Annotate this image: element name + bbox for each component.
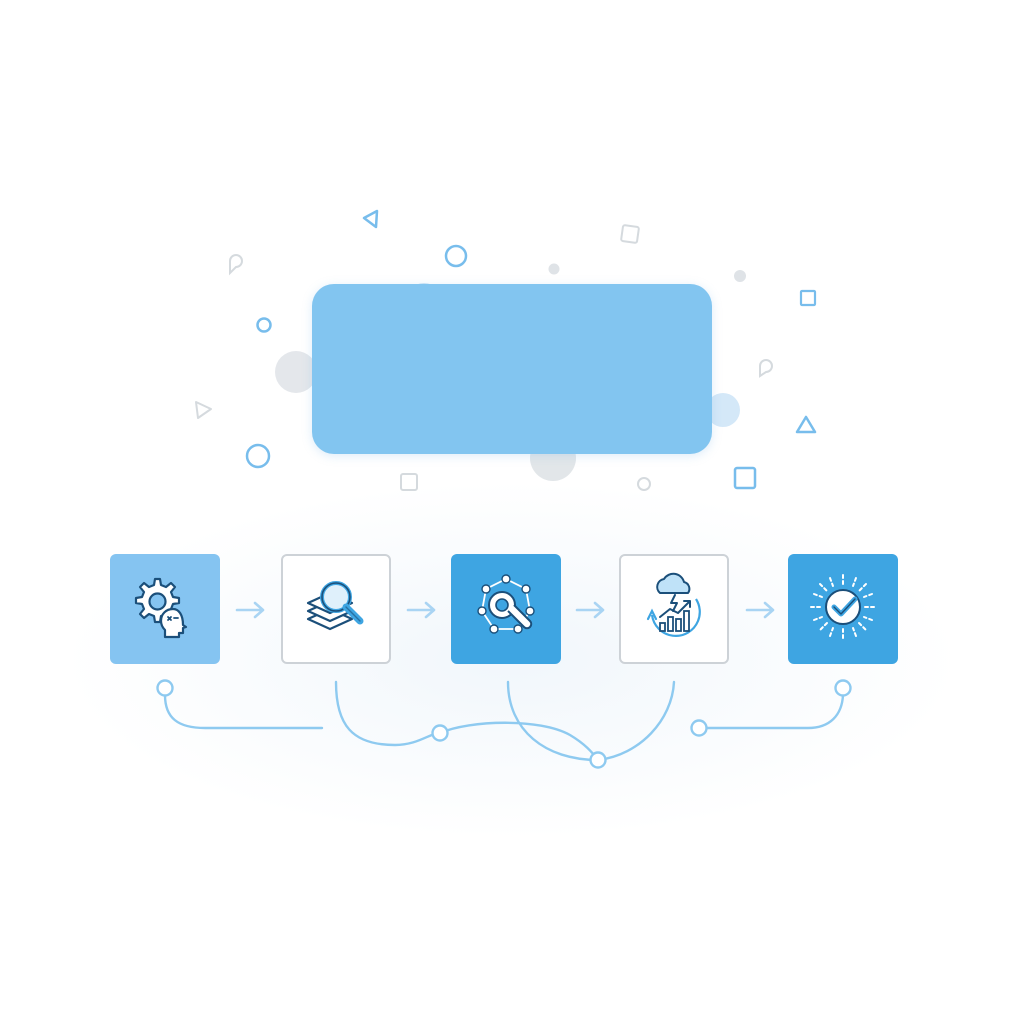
- flow-arrow: [233, 596, 269, 624]
- connector-path: [596, 680, 676, 762]
- check-badge-icon: [803, 567, 883, 652]
- confetti-square: [799, 289, 817, 307]
- connector-node: [156, 679, 174, 697]
- layers-search-icon: [296, 567, 376, 652]
- step-2-tile[interactable]: [281, 554, 391, 664]
- confetti-dot: [734, 270, 746, 282]
- confetti-blob: [706, 393, 740, 427]
- connector-path: [163, 693, 324, 730]
- gear-head-icon: [125, 567, 205, 652]
- confetti-ring: [637, 477, 651, 491]
- confetti-ring: [256, 317, 272, 333]
- connector-node: [431, 724, 449, 742]
- connector-node: [690, 719, 708, 737]
- step-4-tile[interactable]: [619, 554, 729, 664]
- step-5-tile[interactable]: [788, 554, 898, 664]
- flow-arrow: [743, 596, 779, 624]
- confetti-square: [400, 473, 418, 491]
- confetti-triangle: [795, 415, 817, 434]
- confetti-triangle: [362, 209, 379, 229]
- flow-arrow: [404, 596, 440, 624]
- confetti-square: [620, 224, 640, 244]
- connector-path: [438, 721, 600, 762]
- connector-path: [334, 680, 442, 747]
- confetti-square: [733, 466, 757, 490]
- hero-panel: [312, 284, 712, 454]
- confetti-ring: [444, 244, 468, 268]
- network-wrench-icon: [466, 567, 546, 652]
- connector-path: [506, 680, 600, 762]
- step-1-tile[interactable]: [110, 554, 220, 664]
- cloud-chart-icon: [634, 567, 714, 652]
- confetti-blob: [275, 351, 317, 393]
- confetti-drop: [229, 254, 243, 276]
- flow-arrow: [573, 596, 609, 624]
- connector-node: [834, 679, 852, 697]
- confetti-ring: [245, 443, 271, 469]
- connector-path: [697, 693, 845, 730]
- confetti-dot: [548, 263, 560, 275]
- step-3-tile[interactable]: [451, 554, 561, 664]
- confetti-drop: [759, 359, 773, 378]
- confetti-triangle: [195, 401, 212, 419]
- connector-node: [589, 751, 607, 769]
